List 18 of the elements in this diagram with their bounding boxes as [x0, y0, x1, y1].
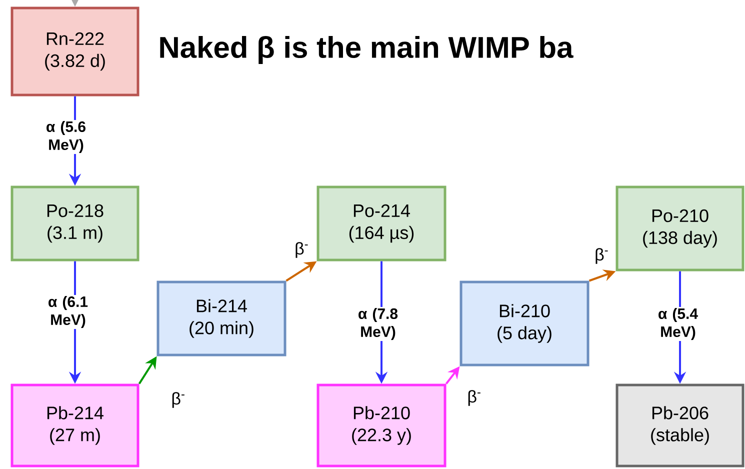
title: Naked β is the main WIMP ba	[160, 36, 574, 64]
nuclide-box: Pb-214 (27 m)	[10, 384, 140, 468]
nuclide-box: Rn-222 (3.82 d)	[10, 6, 140, 96]
edge-label: α (6.1 MeV)	[35, 295, 101, 329]
nuclide-box: Po-210 (138 day)	[616, 186, 744, 272]
edge-label: α (7.8 MeV)	[345, 307, 411, 341]
nuclide-box: Po-218 (3.1 m)	[10, 186, 140, 262]
edge-label: β$^{-}$	[596, 248, 608, 264]
nuclide-box: Bi-210 (5 day)	[460, 280, 590, 366]
nuclide-box: Pb-206 (stable)	[616, 384, 744, 468]
nuclide-box: Bi-214 (20 min)	[156, 280, 286, 356]
nuclide-box: Po-214 (164 µs)	[316, 186, 446, 262]
edge-label: β$^{-}$	[296, 242, 308, 258]
edge-label: β$^{-}$	[172, 392, 184, 408]
edge-label: β$^{-}$	[468, 390, 480, 406]
nuclide-box: Pb-210 (22.3 y)	[316, 384, 446, 468]
edge-label: α (5.6 MeV)	[33, 120, 99, 154]
edge-label: α (5.4 MeV)	[645, 307, 711, 341]
